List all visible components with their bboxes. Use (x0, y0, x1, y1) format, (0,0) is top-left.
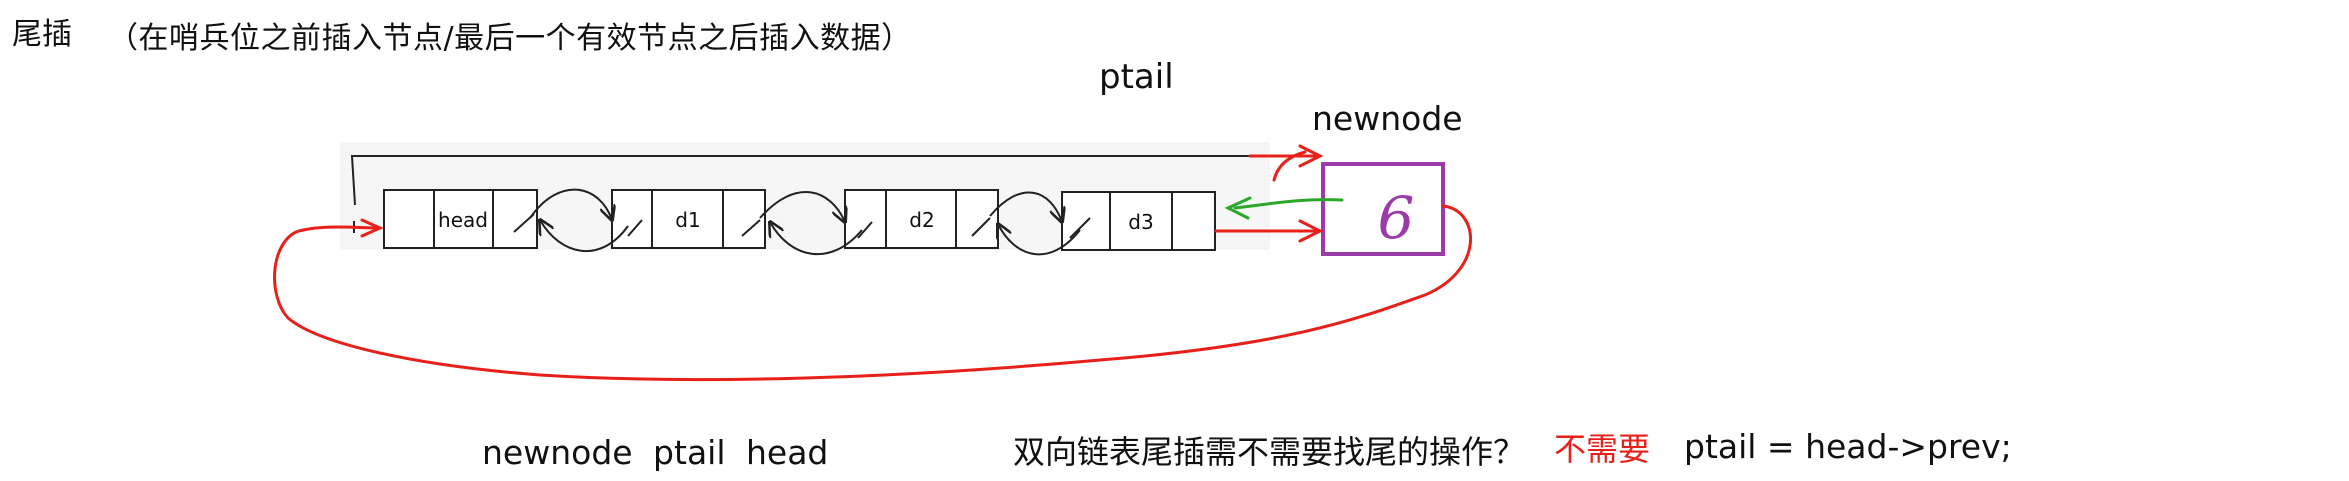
new-node: 6 (1321, 162, 1445, 256)
node-d3: d3 (1061, 191, 1216, 251)
node-d2: d2 (844, 189, 999, 249)
page-subtitle: （在哨兵位之前插入节点/最后一个有效节点之后插入数据） (108, 21, 912, 56)
node-head: head (383, 189, 538, 249)
node-d1: d1 (611, 189, 766, 249)
node-label-d2: d2 (909, 208, 934, 232)
head-prev-link (350, 155, 1250, 206)
node-link-arrows (529, 188, 1081, 256)
page-title: 尾插 (12, 17, 72, 52)
node-label-d1: d1 (675, 208, 700, 232)
new-node-value: 6 (1378, 184, 1415, 252)
footer-code: ptail = head->prev; (1684, 427, 2012, 466)
red-link-arrows (273, 144, 1473, 382)
footer-answer: 不需要 (1554, 430, 1651, 468)
green-prev-arrow (1224, 196, 1344, 220)
node-label-head: head (438, 208, 488, 232)
node-label-d3: d3 (1128, 210, 1153, 234)
ptail-label: ptail (1099, 57, 1174, 97)
footer-question: 双向链表尾插需不需要找尾的操作？ (1013, 433, 1526, 471)
footer-variables: newnode ptail head (482, 433, 829, 472)
newnode-label: newnode (1312, 99, 1463, 138)
